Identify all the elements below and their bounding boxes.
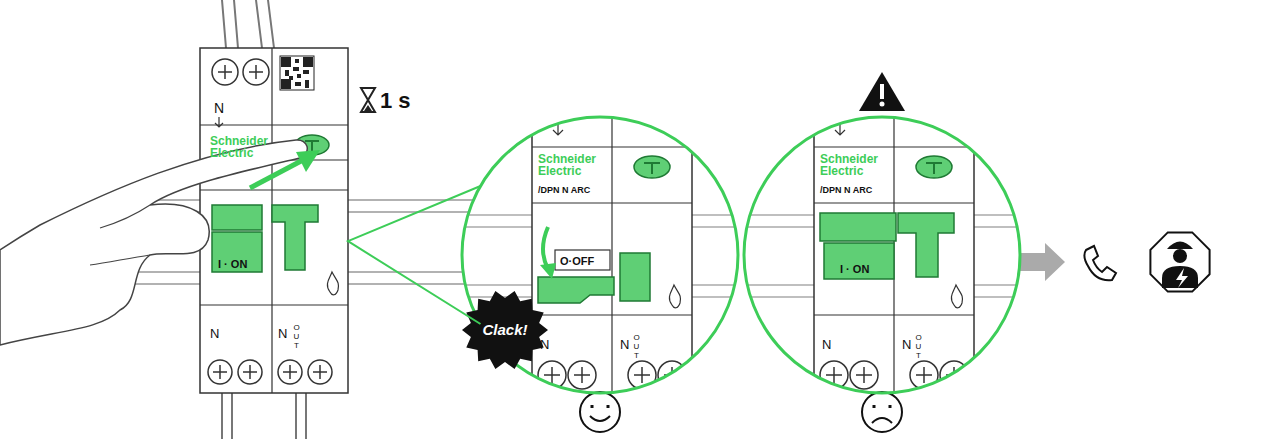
sound-burst: Clack! — [462, 290, 548, 370]
on-state — [820, 213, 954, 279]
zoom-good — [460, 105, 740, 405]
aux-handle — [898, 213, 954, 277]
toggle-lever — [538, 277, 614, 303]
status-window — [555, 250, 610, 270]
warning-mark — [880, 84, 884, 99]
hand-detail — [90, 205, 150, 265]
electrician-head — [1173, 249, 1187, 263]
model-name: /DPN N ARC — [820, 185, 872, 195]
brand-logo: Schneider Electric — [820, 153, 884, 177]
zoom-callout: Schneider Electric/DPN N ARCI · ONNNOUT — [742, 115, 1022, 395]
wire — [222, 393, 306, 439]
callout-outline — [462, 117, 738, 393]
zoom-bad — [742, 105, 1022, 405]
off-state — [538, 227, 650, 303]
electrician-body — [1162, 266, 1198, 288]
model-name: /DPN N ARC — [538, 185, 590, 195]
qr-code — [280, 56, 314, 90]
warning-dot — [880, 102, 885, 107]
terminal-label: OUT — [292, 323, 300, 350]
duration-label: 1 s — [380, 88, 411, 113]
zoom-device — [460, 105, 740, 405]
flow-arrow — [215, 117, 223, 127]
hourglass-sand — [364, 105, 372, 111]
burst-outline — [462, 291, 548, 369]
wire — [222, 0, 274, 48]
toggle-label-plate — [824, 243, 894, 279]
housing-lines — [200, 48, 348, 393]
brand-logo: Schneider Electric — [210, 135, 274, 159]
callout-circle — [742, 115, 1022, 395]
device-body — [200, 48, 348, 393]
terminal-label: OUT — [914, 333, 922, 360]
switch-state: I · ON — [218, 258, 247, 271]
move-arrowhead — [540, 263, 556, 279]
breaker-device: N Schneider Electric I · ON N N OUT — [200, 48, 348, 393]
electrician-octagon — [1150, 232, 1209, 291]
face-eyes — [874, 405, 890, 408]
terminal-label: N — [620, 337, 629, 352]
aux-handle — [272, 205, 318, 270]
move-arrow — [543, 227, 548, 269]
push-arrow — [250, 160, 303, 188]
terminal-label: OUT — [632, 333, 640, 360]
toggle-label-plate — [212, 232, 262, 272]
terminal-label: N — [822, 337, 831, 352]
switch-state: O·OFF — [560, 255, 594, 268]
push-arrowhead — [296, 150, 320, 172]
happy-face — [580, 392, 620, 432]
toggle-lever — [212, 205, 262, 230]
face-mouth — [872, 418, 892, 423]
electrician-bolt — [1176, 268, 1188, 288]
zoom-device — [742, 105, 1022, 405]
hourglass — [361, 88, 375, 112]
terminal-label: N — [278, 326, 287, 341]
face-eyes — [592, 405, 608, 408]
screw-cross — [213, 65, 327, 379]
hand — [0, 140, 307, 345]
arc-symbol — [327, 272, 338, 295]
phone-icon — [1084, 246, 1116, 280]
terminal-label: N — [214, 100, 224, 116]
next-arrow — [1020, 243, 1065, 281]
toggle-lever — [820, 213, 896, 241]
warning-triangle — [859, 72, 905, 111]
callout-line — [348, 186, 481, 324]
switch-state: I · ON — [840, 263, 869, 276]
terminal-label: N — [902, 337, 911, 352]
face-mouth — [590, 416, 610, 421]
sound-text: Clack! — [462, 321, 548, 338]
qr-pattern — [281, 57, 313, 89]
brand-logo: Schneider Electric — [538, 153, 602, 177]
sad-face — [862, 392, 902, 432]
aux-handle — [620, 253, 650, 301]
terminal-label: N — [210, 326, 219, 341]
callout-outline — [744, 117, 1020, 393]
electrician-helmet — [1167, 242, 1193, 250]
